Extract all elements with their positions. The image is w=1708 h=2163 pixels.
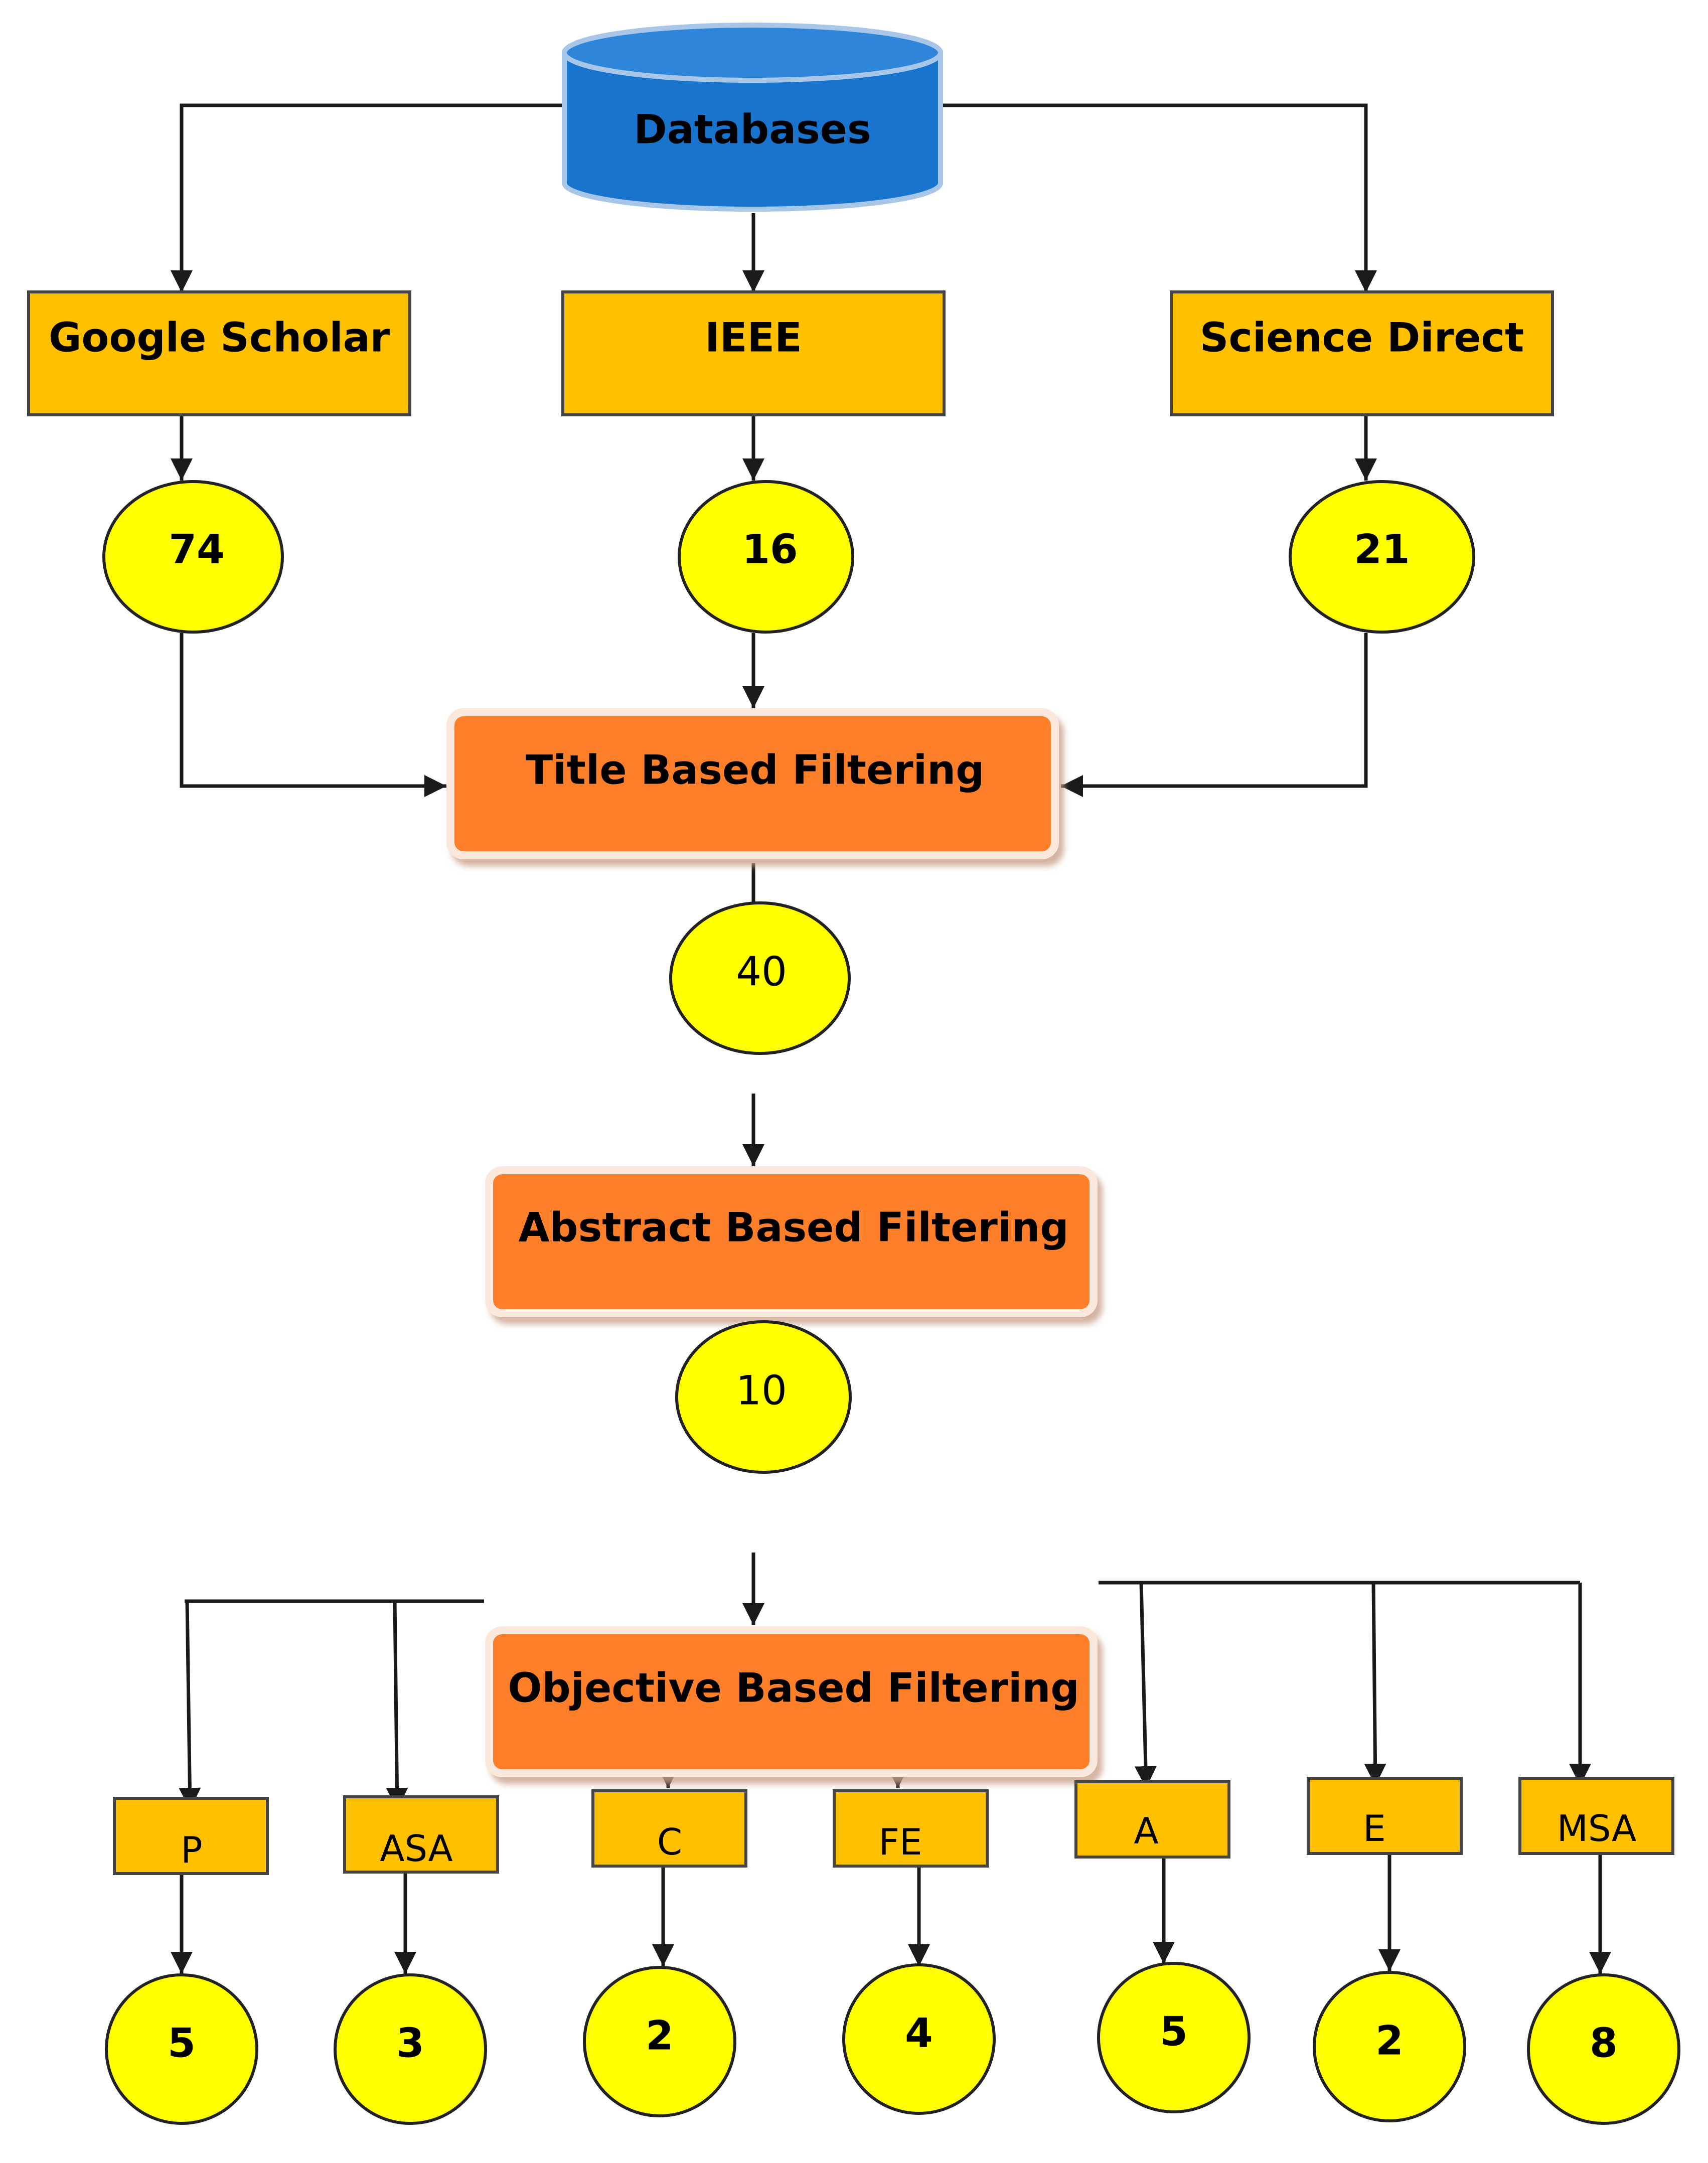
- count-value-asa: 3: [396, 2020, 424, 2067]
- category-box-c: [591, 1789, 747, 1868]
- count-ellipse-a: [1097, 1962, 1251, 2113]
- filter-box-objective: [485, 1626, 1098, 1777]
- source-box-science-direct: [1170, 290, 1554, 416]
- category-count-ellipses: 5 3 2 4 5 2 8: [105, 1962, 1680, 2125]
- source-label-science-direct: Science Direct: [1200, 315, 1524, 361]
- connector-to-p: [179, 1601, 201, 1810]
- count-ellipse-abstract-filter: [675, 1320, 852, 1474]
- count-value-a: 5: [1160, 2008, 1188, 2055]
- category-label-fe: FE: [879, 1821, 922, 1863]
- count-value-google-scholar: 74: [169, 526, 224, 573]
- count-ellipse-e: [1313, 1971, 1466, 2122]
- filter-boxes: Title Based Filtering Abstract Based Fil…: [446, 708, 1098, 1777]
- category-box-p: [113, 1797, 269, 1875]
- count-value-ieee: 16: [742, 526, 798, 573]
- count-ellipse-p: [105, 1973, 258, 2125]
- connector-to-a: [1134, 1582, 1157, 1789]
- category-label-c: C: [657, 1821, 682, 1863]
- connector-count-74-title-filter: [180, 633, 446, 797]
- count-ellipse-c: [583, 1966, 736, 2117]
- category-box-asa: [343, 1795, 499, 1874]
- count-value-e: 2: [1375, 2018, 1404, 2064]
- connector-count-21-title-filter: [1061, 633, 1368, 797]
- count-value-abstract-filter: 10: [736, 1367, 787, 1414]
- category-label-msa: MSA: [1557, 1807, 1636, 1849]
- database-cylinder-top: [562, 23, 943, 83]
- count-value-title-filter: 40: [736, 949, 787, 995]
- count-ellipse-asa: [334, 1973, 487, 2125]
- filter-count-ellipses: 40 10: [669, 901, 852, 1474]
- database-cylinder: [562, 50, 943, 212]
- database-label: Databases: [634, 106, 871, 153]
- category-box-a: [1074, 1780, 1230, 1859]
- source-boxes: Google Scholar IEEE Science Direct: [27, 290, 1554, 416]
- category-label-a: A: [1134, 1810, 1158, 1852]
- category-box-msa: [1518, 1777, 1674, 1855]
- filter-box-title: [446, 708, 1059, 859]
- category-label-asa: ASA: [380, 1827, 453, 1870]
- source-box-ieee: [561, 290, 946, 416]
- category-boxes: P ASA C FE A E MSA: [113, 1777, 1674, 1875]
- source-count-ellipses: 74 16 21: [102, 480, 1475, 634]
- count-value-p: 5: [168, 2020, 196, 2067]
- category-label-e: E: [1363, 1807, 1386, 1849]
- count-value-msa: 8: [1590, 2020, 1618, 2067]
- database-node: Databases: [562, 23, 943, 212]
- connector-to-asa: [386, 1601, 408, 1810]
- source-label-google-scholar: Google Scholar: [49, 315, 390, 361]
- connector-db-science-direct: [941, 103, 1377, 292]
- count-ellipse-google-scholar: [102, 480, 284, 634]
- filter-box-abstract: [485, 1166, 1098, 1317]
- count-ellipse-title-filter: [669, 901, 851, 1055]
- count-ellipse-science-direct: [1289, 480, 1475, 634]
- connector-to-e: [1364, 1582, 1386, 1786]
- count-ellipse-fe: [842, 1963, 996, 2115]
- count-ellipse-ieee: [678, 480, 854, 634]
- category-label-p: P: [181, 1829, 202, 1871]
- category-box-fe: [833, 1789, 989, 1868]
- source-box-google-scholar: [27, 290, 411, 416]
- filter-label-abstract: Abstract Based Filtering: [518, 1204, 1068, 1251]
- filter-label-title: Title Based Filtering: [526, 747, 985, 794]
- count-value-fe: 4: [905, 2010, 933, 2057]
- count-value-c: 2: [646, 2013, 674, 2059]
- filter-label-objective: Objective Based Filtering: [508, 1665, 1079, 1712]
- category-box-e: [1307, 1777, 1463, 1855]
- source-label-ieee: IEEE: [705, 315, 802, 361]
- count-value-science-direct: 21: [1354, 526, 1410, 573]
- count-ellipse-msa: [1527, 1973, 1680, 2125]
- connector-db-google-scholar: [171, 103, 564, 292]
